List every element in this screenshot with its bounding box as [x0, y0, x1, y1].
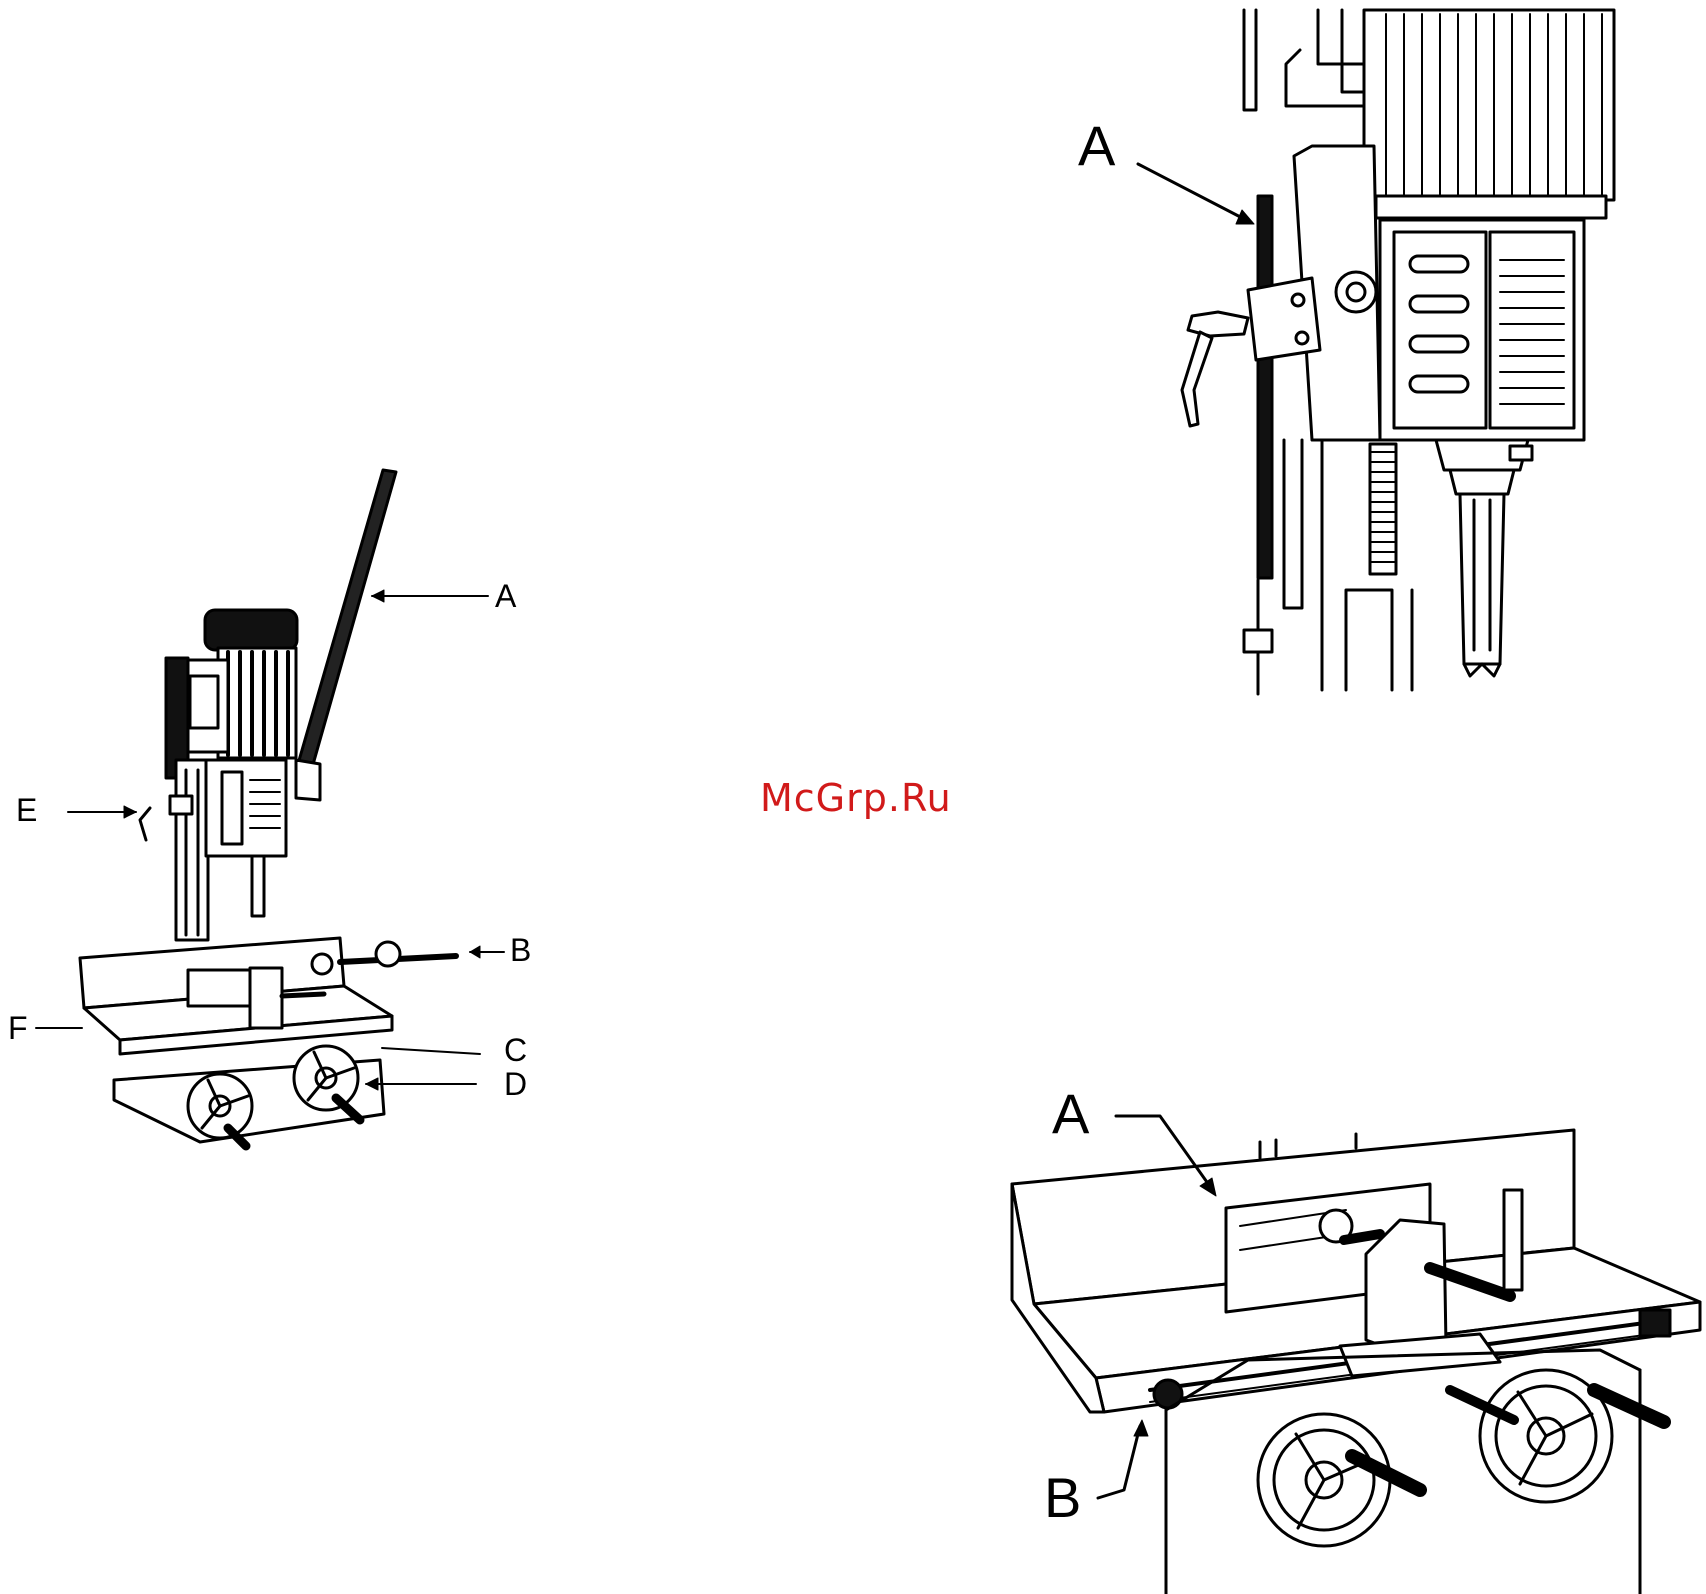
callout-a-table-detail: A: [1052, 1086, 1089, 1142]
callout-b-table-detail: B: [1044, 1470, 1081, 1526]
watermark-text: McGrp.Ru: [760, 776, 952, 820]
